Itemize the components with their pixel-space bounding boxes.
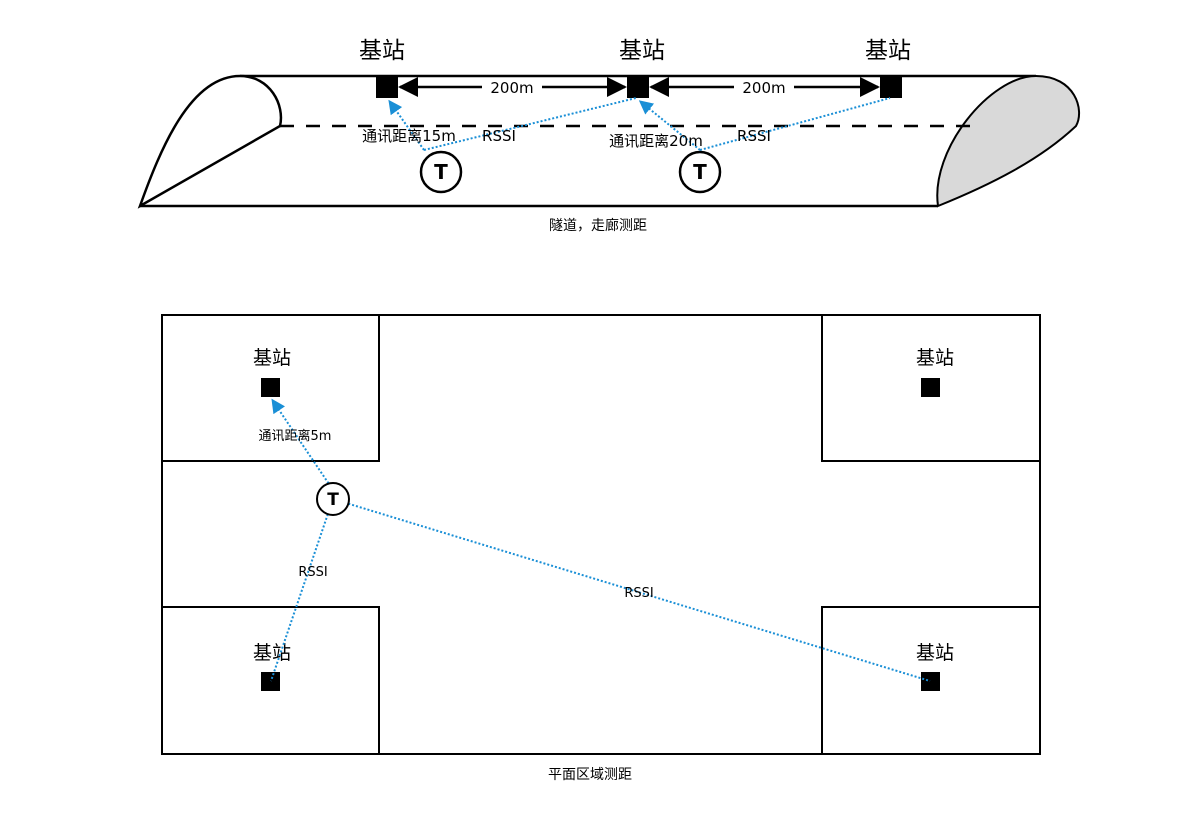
tunnel-right-end xyxy=(936,74,1081,208)
tunnel-left-entrance xyxy=(137,74,283,209)
tunnel-base-station-3 xyxy=(880,76,902,98)
plane-tag-to-bottom-right-link xyxy=(332,498,931,682)
plane-base-station-top-left xyxy=(261,378,280,397)
tunnel-distance-label-1: 通讯距离15m xyxy=(362,127,456,145)
tunnel-tag-2: T xyxy=(678,150,722,194)
tunnel-tag-1-rssi-link xyxy=(423,97,637,151)
plane-tag-to-top-left-link xyxy=(271,398,334,491)
plane-room-top-right xyxy=(821,314,1041,462)
tunnel-base-station-1-label: 基站 xyxy=(359,38,405,64)
tunnel-caption: 隧道，走廊测距 xyxy=(549,217,647,234)
tunnel-diagram: 基站 基站 基站 200m 200m 通讯距离15m RSSI 通讯距离20m … xyxy=(137,38,1081,234)
plane-tag-to-bottom-left-link xyxy=(270,498,334,682)
tunnel-base-station-1 xyxy=(376,76,398,98)
tunnel-tag-2-letter: T xyxy=(693,160,707,184)
tunnel-base-station-2 xyxy=(627,76,649,98)
plane-base-station-bottom-left-label: 基站 xyxy=(253,642,291,664)
plane-base-station-bottom-right xyxy=(921,672,940,691)
plane-tag: T xyxy=(316,482,350,516)
tunnel-tag-2-rssi-link xyxy=(699,97,891,151)
tunnel-tag-1-letter: T xyxy=(434,160,448,184)
plane-rssi-label-2: RSSI xyxy=(624,586,653,601)
tunnel-base-station-2-label: 基站 xyxy=(619,38,665,64)
plane-tag-letter: T xyxy=(327,490,339,510)
tunnel-spacing-label-1: 200m xyxy=(490,79,533,97)
tunnel-base-station-3-label: 基站 xyxy=(865,38,911,64)
plane-base-station-bottom-right-label: 基站 xyxy=(916,642,954,664)
plane-diagram: 基站 基站 基站 基站 通讯距离5m RSSI RSSI T 平面区域测距 xyxy=(161,314,1041,783)
plane-base-station-top-left-label: 基站 xyxy=(253,347,291,369)
plane-rssi-label-1: RSSI xyxy=(298,565,327,580)
tunnel-tag-1-to-station-1-link xyxy=(388,99,425,151)
tunnel-spacing-label-2: 200m xyxy=(742,79,785,97)
tunnel-tag-1: T xyxy=(419,150,463,194)
plane-area-outline xyxy=(161,314,1041,755)
tunnel-rssi-label-1: RSSI xyxy=(482,127,516,145)
plane-base-station-bottom-left xyxy=(261,672,280,691)
plane-room-bottom-right xyxy=(821,606,1041,755)
plane-base-station-top-right-label: 基站 xyxy=(916,347,954,369)
plane-base-station-top-right xyxy=(921,378,940,397)
plane-room-top-left xyxy=(161,314,380,462)
plane-caption: 平面区域测距 xyxy=(548,767,632,783)
tunnel-rssi-label-2: RSSI xyxy=(737,127,771,145)
tunnel-tag-2-to-station-2-link xyxy=(638,100,701,151)
tunnel-distance-label-2: 通讯距离20m xyxy=(609,132,703,150)
plane-distance-label: 通讯距离5m xyxy=(259,428,332,444)
plane-room-bottom-left xyxy=(161,606,380,755)
